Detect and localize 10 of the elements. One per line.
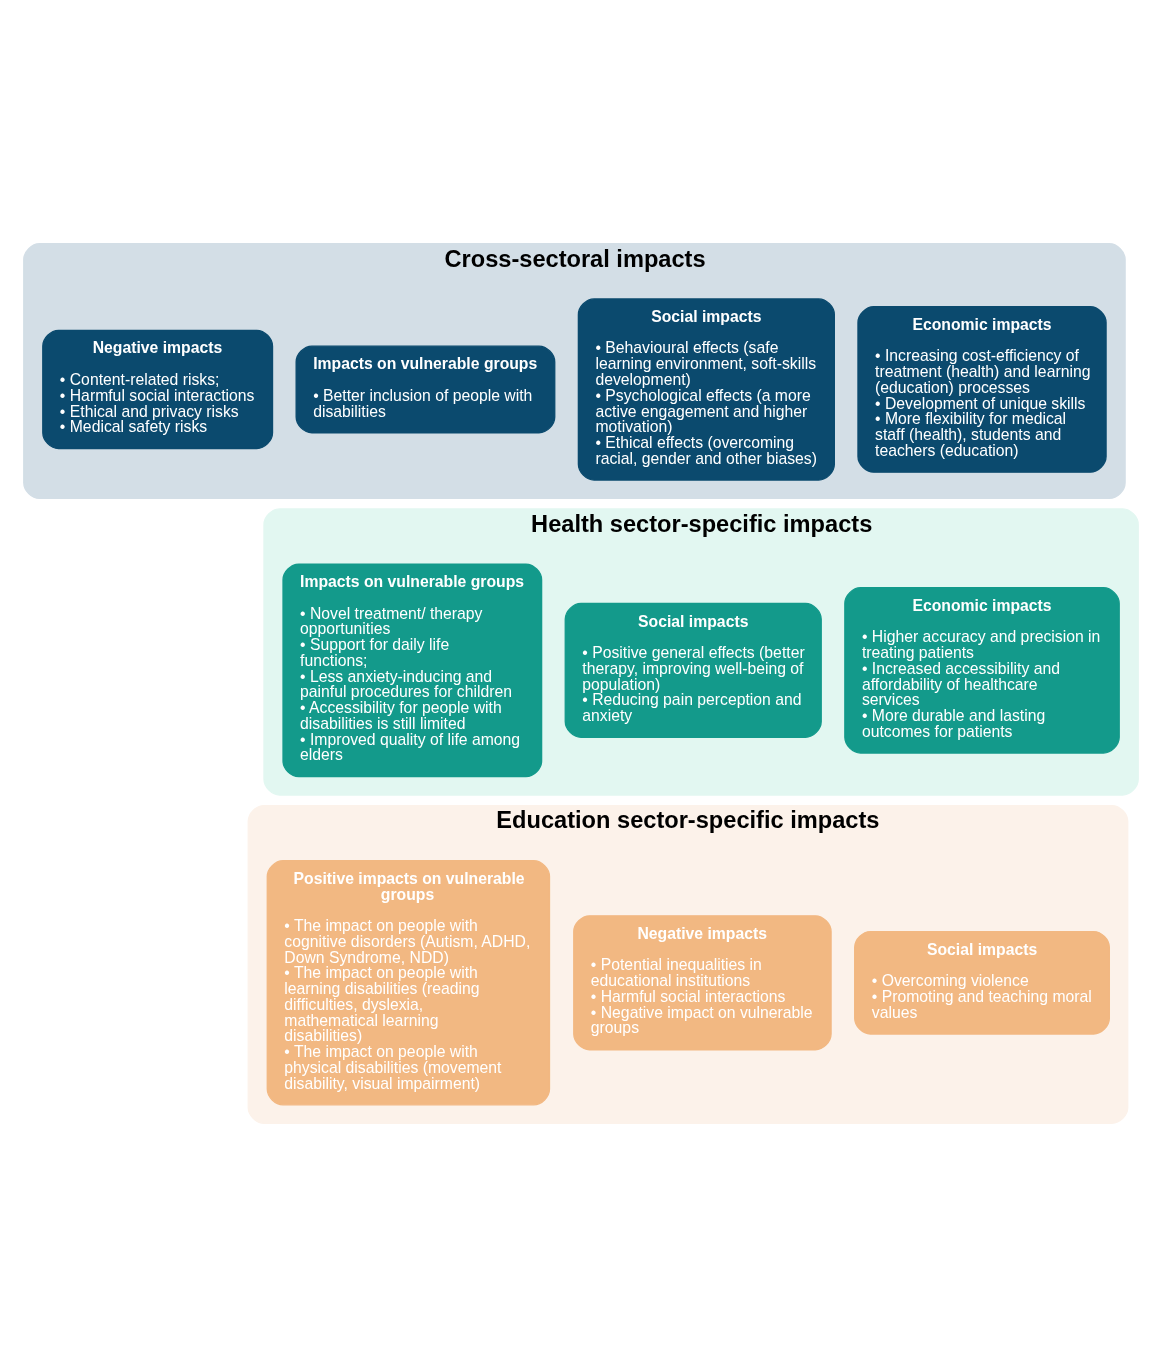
- node-box: Positive impacts on vulnerable groups • The impact on people with cognitive disorders (Autism, ADHD, Down Syndrome, NDD) • The impact on people with learning disabilities (reading difficulties, dyslexia, mathematical learning disabilities) • The impact on people with physical disabilities (movement disability, visual impairment): [266, 859, 551, 1106]
- node-box: Social impacts • Behavioural effects (safe learning environment, soft-skills development) • Psychological effects (a more active engagement and higher motivation) • Ethical effects (overcoming racial, gender and other biases): [577, 297, 835, 481]
- node-box: Social impacts • Positive general effects (better therapy, improving well-being of population) • Reducing pain perception and anxiety: [564, 602, 822, 738]
- node-box: Economic impacts • Increasing cost-efficiency of treatment (health) and learning (education) processes • Development of unique skills • More flexibility for medical staff (health), students and teachers (education): [857, 305, 1107, 473]
- node-box: Negative impacts • Content-related risks; • Harmful social interactions • Ethical and privacy risks • Medical safety risks: [42, 329, 274, 449]
- node-box: Impacts on vulnerable groups • Novel treatment/ therapy opportunities • Support for daily life functions; • Less anxiety-inducing and painful procedures for children • Accessibility for people with disabilities is still limited • Improved quality of life among elders: [282, 562, 543, 777]
- node-box: Social impacts • Overcoming violence • Promoting and teaching moral values: [854, 930, 1110, 1035]
- node-box: Impacts on vulnerable groups • Better inclusion of people with disabilities: [295, 345, 556, 433]
- node-box: Economic impacts • Higher accuracy and precision in treating patients • Increased accessibility and affordability of healthcare services • More durable and lasting outcomes for patients: [844, 586, 1120, 754]
- node-box: Negative impacts • Potential inequalities in educational institutions • Harmful social interactions • Negative impact on vulnerable groups: [573, 914, 832, 1050]
